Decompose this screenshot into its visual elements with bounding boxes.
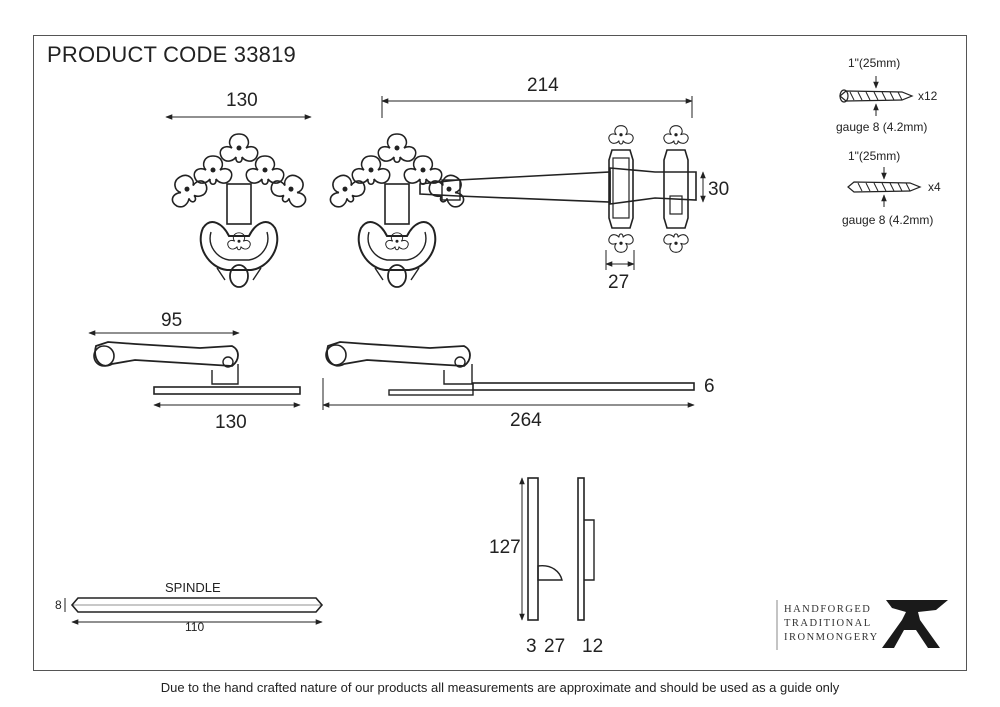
dim-label-staple-height: 127 — [489, 537, 521, 558]
dim-label-side-overall: 264 — [510, 410, 542, 431]
dim-label-side-plate: 130 — [215, 412, 247, 433]
dim-label-keep-height: 30 — [708, 179, 730, 200]
dim-label-handle-length: 95 — [161, 310, 183, 331]
backplate-front-view — [164, 134, 314, 287]
dim-label-staple-a: 3 — [526, 636, 537, 657]
dim-label-keep-width: 27 — [608, 272, 630, 293]
dim-label-spindle-thickness: 8 — [55, 598, 62, 612]
dim-label-spindle-length: 110 — [185, 620, 205, 634]
brand-line-1: HANDFORGED — [784, 604, 872, 615]
anvil-logo — [882, 600, 948, 648]
latch-bar-front — [419, 167, 697, 205]
screw-1-quantity: x12 — [918, 89, 938, 103]
screw-drawing-2 — [847, 167, 921, 207]
brand-text: HANDFORGED TRADITIONAL IRONMONGERY — [784, 603, 879, 645]
dim-label-side-thickness: 6 — [704, 376, 715, 397]
drawing-frame — [33, 35, 967, 671]
screw-1-gauge: gauge 8 (4.2mm) — [836, 120, 928, 134]
screw-drawing-1 — [839, 76, 913, 116]
dim-label-staple-c: 12 — [582, 636, 604, 657]
disclaimer-footer: Due to the hand crafted nature of our pr… — [160, 680, 840, 695]
assembly-front-view — [322, 134, 472, 287]
screw-1-length: 1"(25mm) — [848, 56, 901, 70]
screw-2-quantity: x4 — [928, 180, 941, 194]
keep-plate-2 — [664, 126, 688, 253]
keep-plate-1 — [609, 126, 633, 253]
spindle-label: SPINDLE — [165, 580, 221, 595]
brand-line-3: IRONMONGERY — [784, 632, 879, 643]
staple-drawing — [527, 477, 595, 621]
assembly-side-view — [325, 341, 695, 396]
brand-line-2: TRADITIONAL — [784, 618, 872, 629]
spindle-drawing — [70, 597, 324, 613]
dim-label-staple-b: 27 — [544, 636, 566, 657]
screw-2-gauge: gauge 8 (4.2mm) — [842, 213, 934, 227]
product-code-title: PRODUCT CODE 33819 — [47, 42, 296, 67]
dim-label-backplate-width: 130 — [226, 90, 258, 111]
screw-2-length: 1"(25mm) — [848, 149, 901, 163]
handle-side-view — [93, 341, 301, 395]
dim-label-overall-width: 214 — [527, 75, 559, 96]
